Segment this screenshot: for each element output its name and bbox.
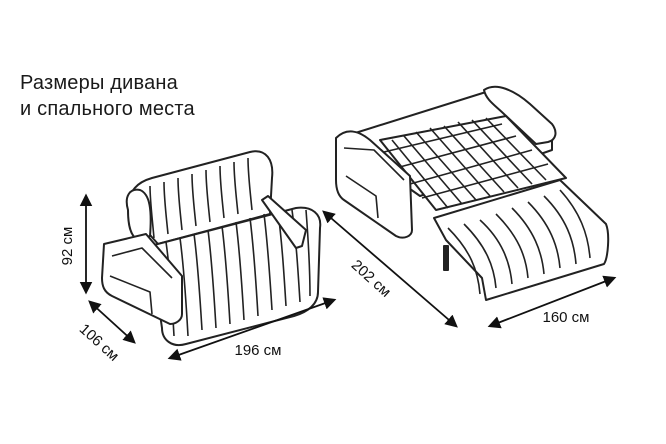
bed-width-arrow bbox=[487, 275, 617, 329]
bed-mattress-lower bbox=[433, 179, 610, 301]
bed-length-arrow bbox=[322, 210, 458, 328]
dimension-lines bbox=[79, 193, 617, 361]
depth-arrow bbox=[88, 300, 136, 344]
sofa-back-end bbox=[125, 188, 152, 241]
height-label: 92 см bbox=[59, 227, 76, 266]
unfolded-sofa-illustration bbox=[335, 85, 610, 301]
bed-leg bbox=[443, 245, 449, 271]
bed-width-label: 160 см bbox=[542, 309, 589, 326]
depth-label: 106 см bbox=[76, 321, 122, 365]
bed-length-label: 202 см bbox=[348, 257, 394, 301]
title-line-1: Размеры дивана bbox=[20, 72, 179, 94]
back-stripes bbox=[149, 157, 253, 239]
width-label: 196 см bbox=[234, 342, 281, 359]
bed-mattress-upper bbox=[379, 115, 567, 211]
bed-stripes-upper bbox=[383, 117, 549, 209]
diagram-title: Размеры дивана и спального места bbox=[20, 70, 195, 122]
bed-back-arm bbox=[483, 85, 557, 145]
sofa-pillow bbox=[261, 195, 307, 249]
width-arrow bbox=[167, 297, 337, 361]
folded-sofa-illustration bbox=[101, 150, 322, 346]
title-line-2: и спального места bbox=[20, 98, 195, 120]
